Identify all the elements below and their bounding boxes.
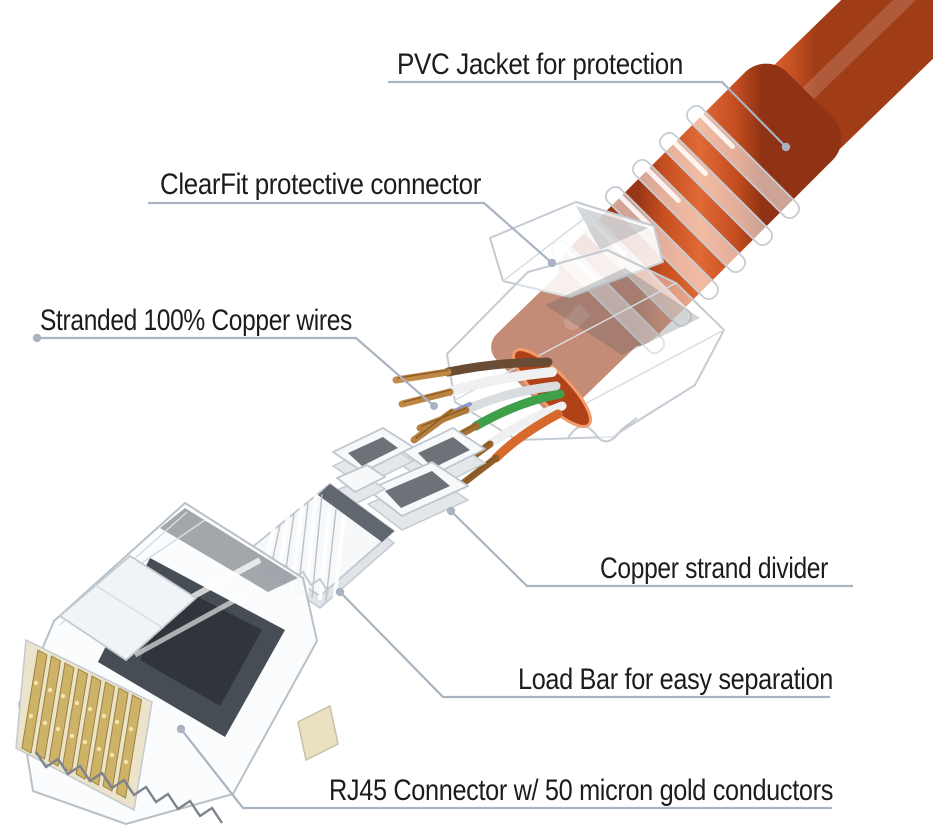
rj45-latch-wedge	[58, 554, 198, 662]
rj45-pin-highlights	[28, 680, 134, 765]
boot-clear-ribs	[551, 105, 800, 354]
leader-load-bar	[339, 591, 830, 699]
callout-pvc-jacket: PVC Jacket for protection	[397, 48, 683, 81]
wire-white-2	[461, 381, 561, 415]
callout-clearfit: ClearFit protective connector	[160, 168, 481, 201]
clearfit-latch-shade	[576, 206, 648, 250]
rj45-top-shade	[160, 508, 298, 592]
rj45-serrated-edge	[35, 751, 223, 824]
leader-dot-copper-end	[430, 402, 438, 410]
callout-load-bar: Load Bar for easy separation	[518, 663, 833, 696]
leader-strand-divider	[450, 510, 853, 588]
wire-brown	[443, 357, 553, 377]
cable-boot	[551, 63, 842, 354]
leader-dot-copper-start	[32, 333, 42, 343]
leader-pvc-jacket	[388, 80, 787, 148]
wire-orange	[491, 409, 563, 463]
leader-dot-pvc	[781, 142, 791, 152]
leader-dot-rj45	[176, 724, 186, 734]
wire-green	[471, 389, 565, 431]
wire-white-3	[485, 401, 567, 449]
leader-copper-wires	[37, 336, 435, 407]
callout-strand-divider: Copper strand divider	[600, 552, 828, 585]
strand-divider	[331, 427, 487, 531]
leader-clearfit	[148, 201, 553, 264]
leader-dot-divider	[446, 506, 456, 516]
callout-labels: PVC Jacket for protection ClearFit prote…	[40, 48, 833, 807]
leader-dot-load-bar	[335, 587, 345, 597]
divider-piece-3	[366, 461, 470, 531]
callout-copper-wires: Stranded 100% Copper wires	[40, 304, 352, 337]
load-bar-top-edge	[318, 484, 394, 542]
callout-rj45: RJ45 Connector w/ 50 micron gold conduct…	[329, 774, 833, 807]
copper-wires	[392, 348, 592, 488]
leader-dot-clearfit	[547, 258, 557, 268]
leader-rj45	[180, 728, 832, 810]
wire-white-1	[445, 367, 557, 397]
rj45-gold-pins	[21, 649, 143, 799]
rj45-beige-insert	[297, 704, 339, 762]
leader-lines	[32, 80, 853, 810]
clearfit-bottom-notch	[567, 417, 638, 443]
rj45-connector	[15, 502, 339, 825]
